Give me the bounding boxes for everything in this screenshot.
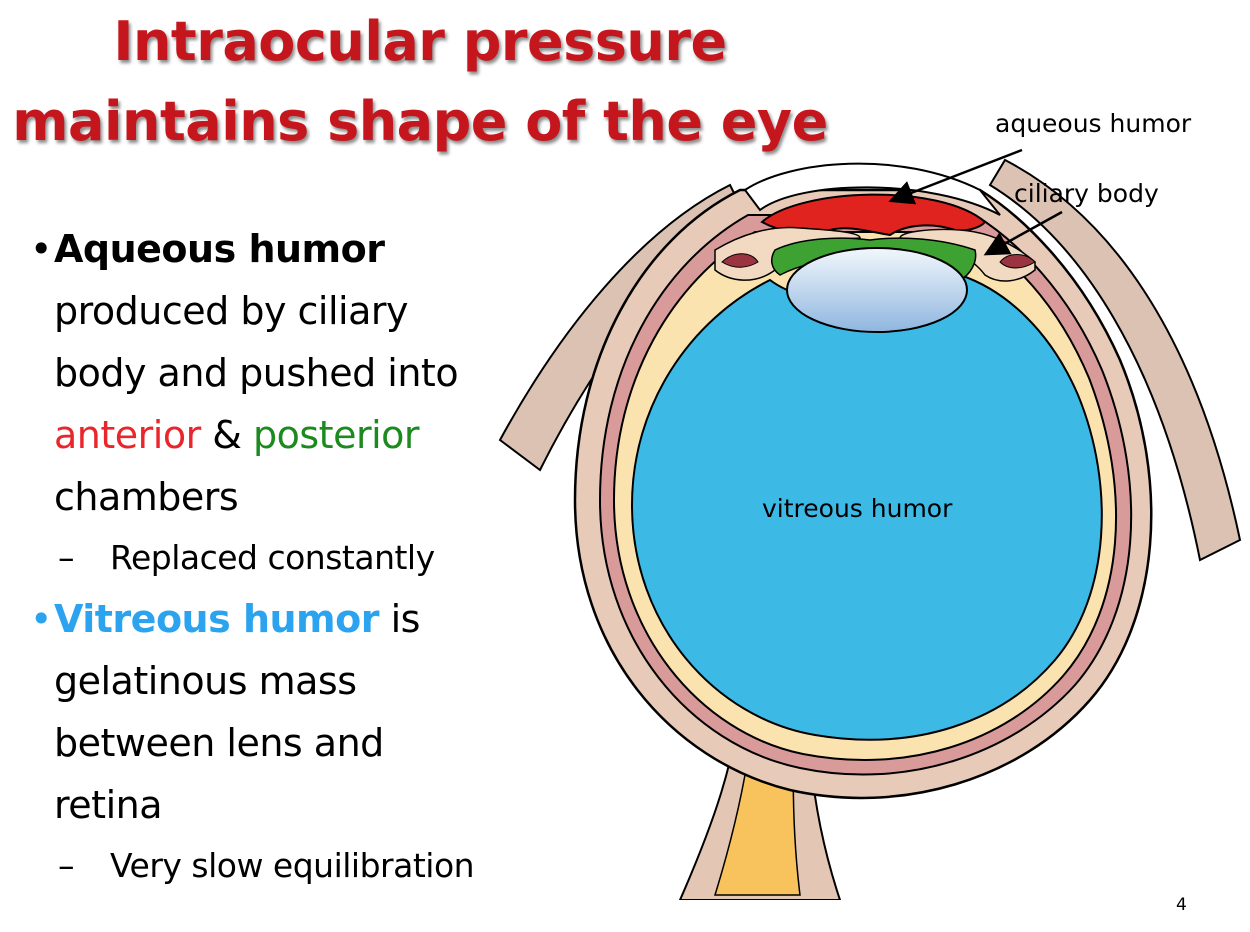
title-line-2: maintains shape of the eye xyxy=(12,90,828,153)
title-line-1: Intraocular pressure xyxy=(113,10,727,73)
aqueous-chambers-line: anterior & posterior xyxy=(54,404,530,466)
ciliary-process-right xyxy=(999,254,1036,269)
aqueous-pointer-arrow xyxy=(888,148,1023,205)
label-ciliary-body: ciliary body xyxy=(1014,179,1159,208)
aqueous-lead: Aqueous humor xyxy=(54,227,385,271)
sub-bullet-replaced: – Replaced constantly xyxy=(30,528,530,588)
bullet-vitreous: • Vitreous humor is gelatinous mass betw… xyxy=(30,588,530,836)
eye-cross-section xyxy=(498,148,1242,901)
ciliary-process-left xyxy=(721,253,759,268)
label-vitreous-humor: vitreous humor xyxy=(762,494,953,523)
ampersand: & xyxy=(200,413,253,457)
bullet-aqueous: • Aqueous humor produced by ciliary body… xyxy=(30,218,530,528)
aqueous-text-1: produced by ciliary xyxy=(54,289,409,333)
aqueous-text-2: body and pushed into xyxy=(54,351,459,395)
sub-text: Very slow equilibration xyxy=(110,846,475,885)
sub-text: Replaced constantly xyxy=(110,538,435,577)
anterior-word: anterior xyxy=(54,413,201,457)
vitreous-is: is xyxy=(379,597,421,641)
vitreous-lead: Vitreous humor xyxy=(54,597,380,641)
posterior-word: posterior xyxy=(253,413,420,457)
bullet-dot-icon: • xyxy=(30,227,52,271)
bullet-list: • Aqueous humor produced by ciliary body… xyxy=(30,218,530,896)
vitreous-text-2: between lens and xyxy=(54,721,384,765)
label-aqueous-humor: aqueous humor xyxy=(995,109,1192,138)
page-number: 4 xyxy=(1176,895,1187,915)
vitreous-text-1: gelatinous mass xyxy=(54,659,357,703)
lens xyxy=(786,247,968,333)
vitreous-text-3: retina xyxy=(54,783,163,827)
sub-bullet-equilibration: – Very slow equilibration xyxy=(30,836,530,896)
ciliary-pointer-arrow xyxy=(983,210,1063,256)
slide-title: Intraocular pressure maintains shape of … xyxy=(0,2,840,162)
bullet-dot-icon: • xyxy=(30,597,52,641)
dash-icon: – xyxy=(58,538,75,577)
eye-diagram: aqueous humor ciliary body vitreous humo… xyxy=(490,100,1250,901)
right-muscle xyxy=(988,158,1242,562)
dash-icon: – xyxy=(58,846,75,885)
aqueous-text-3: chambers xyxy=(54,475,239,519)
cornea xyxy=(743,162,1001,216)
